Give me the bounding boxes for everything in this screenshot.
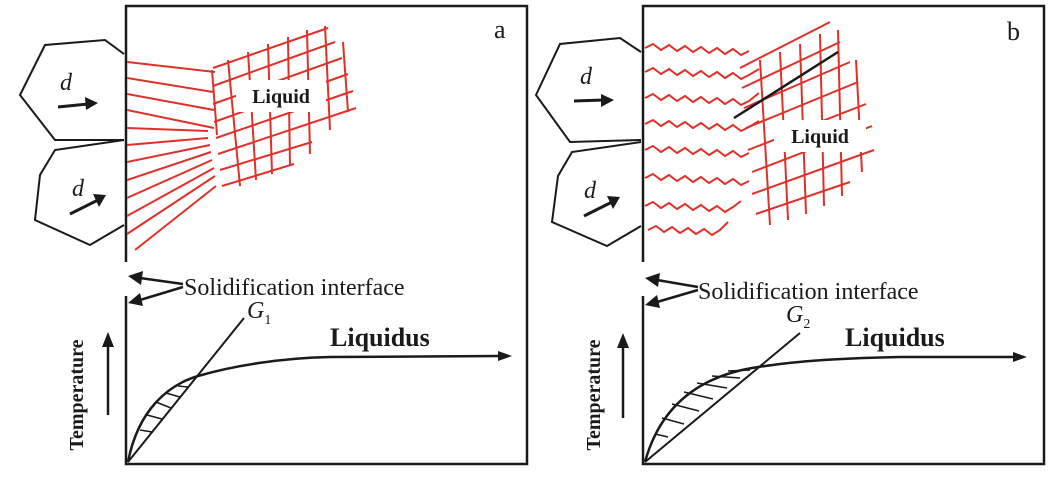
panel-a-temperature-label: Temperature: [66, 339, 88, 450]
panel-b-interface-arrows: [645, 273, 699, 308]
panel-b: b d d: [534, 4, 1046, 466]
panel-b-letter: b: [1007, 17, 1020, 46]
panel-b-grain-lower: [550, 141, 642, 248]
panel-a-interface-arrows: [128, 271, 184, 306]
panel-b-grain-upper: [534, 36, 642, 144]
panel-a-grain-label-lower: d: [72, 176, 85, 202]
panel-b-liquid-box: [774, 120, 866, 152]
panel-b-liquidus-arrowhead: [1013, 352, 1027, 362]
panel-b-liquidus-label: Liquidus: [845, 323, 945, 352]
panel-b-gradient-label: G2: [786, 302, 810, 332]
panel-a-liquidus-label: Liquidus: [330, 323, 430, 352]
panel-b-liquid-label: Liquid: [791, 126, 849, 148]
panel-b-liquidus-curve: [643, 355, 1015, 463]
panel-a-liquid-label: Liquid: [252, 86, 310, 108]
panel-b-growth-arrow-upper: [573, 94, 614, 107]
panel-a-grain-lower: [33, 139, 125, 247]
panel-a-gradient-label: G1: [247, 298, 271, 328]
panel-b-hatching: [654, 369, 751, 438]
panel-a-hatching: [139, 385, 189, 433]
panel-a-frame: [124, 4, 529, 466]
panel-a-temperature-arrow: [102, 332, 114, 415]
panel-b-grain-label-lower: d: [584, 178, 597, 204]
panel-a-growth-arrow-upper: [57, 97, 98, 110]
panel-a-growth-arrow-lower: [69, 194, 106, 216]
panel-b-dendrite-tip-line: [733, 50, 839, 120]
panel-a-grain-upper: [18, 38, 125, 141]
panel-a-letter: a: [494, 15, 506, 44]
panel-b-temperature-label: Temperature: [583, 339, 605, 450]
panel-a-dendrites: [126, 25, 357, 251]
panel-b-frame: [641, 4, 1046, 466]
panel-a-liquid-box: [236, 80, 326, 112]
panel-a-gradient-line: [127, 317, 245, 463]
panel-b-interface-label: Solidification interface: [698, 279, 919, 305]
panel-a-liquidus-arrowhead: [498, 351, 512, 361]
panel-a-interface-label: Solidification interface: [184, 275, 405, 301]
panel-a-grain-label-upper: d: [60, 70, 73, 96]
panel-a-liquidus-curve: [126, 354, 501, 463]
panel-b-gradient-line: [644, 332, 801, 463]
panel-b-temperature-arrow: [617, 333, 629, 418]
panel-b-growth-arrow-lower: [583, 196, 620, 218]
panel-a: a d d: [18, 4, 529, 466]
panel-b-grain-label-upper: d: [580, 64, 593, 90]
